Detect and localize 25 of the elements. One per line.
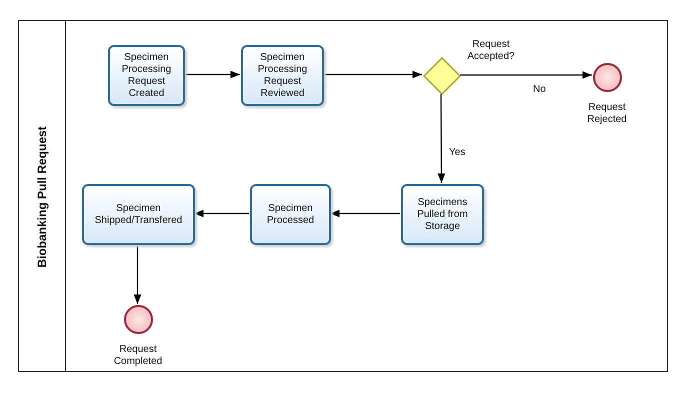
end-event-circle	[124, 305, 153, 334]
task-box	[250, 184, 331, 245]
task-label: Specimen Processing Request Reviewed	[256, 52, 308, 100]
end-event-circle	[593, 63, 622, 92]
event-label: Request Accepted?	[466, 39, 516, 63]
task-label: Specimen Processing Request Created	[120, 52, 172, 100]
arrow	[438, 94, 446, 183]
task-label: Specimen Shipped/Transfered	[94, 202, 184, 226]
arrow	[194, 210, 249, 218]
arrow	[460, 71, 592, 79]
task-box	[108, 45, 185, 106]
pool	[18, 20, 668, 372]
task-box	[82, 184, 195, 245]
arrow	[134, 244, 142, 304]
decision-diamond	[423, 57, 461, 95]
task-label: Specimens Pulled from Storage	[416, 196, 469, 232]
task-box	[401, 184, 484, 245]
task-label: Specimen Processed	[266, 202, 316, 226]
arrow	[330, 210, 400, 218]
pool-title: Biobanking Pull Request	[34, 126, 50, 268]
arrow	[323, 70, 422, 78]
event-label: Request Completed	[112, 344, 164, 368]
event-label: Request Rejected	[586, 102, 628, 126]
arrow	[184, 70, 240, 78]
task-box	[241, 45, 324, 106]
